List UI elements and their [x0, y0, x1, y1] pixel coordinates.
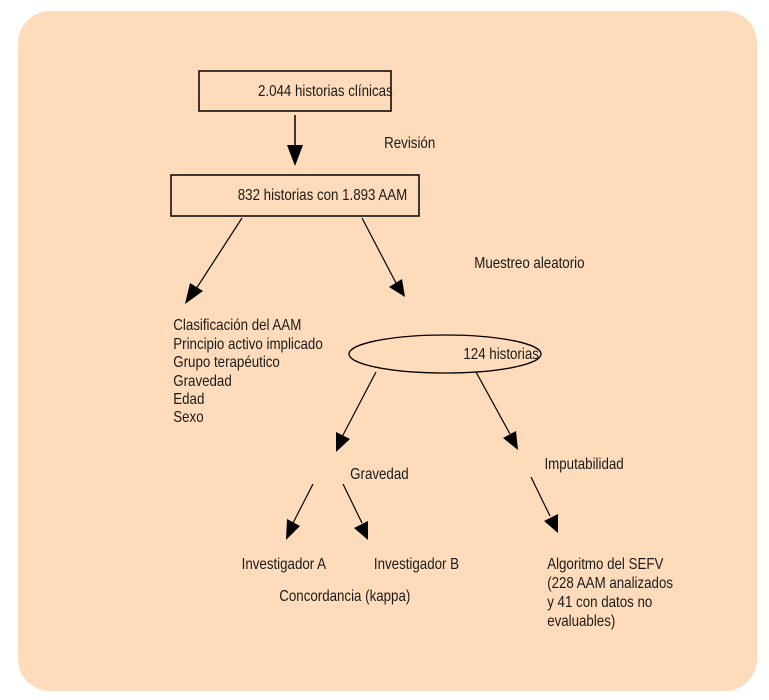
node-ellipse — [348, 334, 542, 374]
arrow-review — [287, 115, 303, 166]
arrow-to-variables — [185, 217, 243, 304]
algorithm-line: y 41 con datos no — [547, 594, 652, 611]
node-box — [170, 174, 420, 217]
node-investigator-a: Investigador A — [242, 556, 327, 573]
arrowhead-icon — [389, 279, 405, 297]
node-sample: 124 historias — [348, 334, 542, 374]
edge-label-review: Revisión — [384, 135, 435, 152]
algorithm-line: Algoritmo del SEFV — [547, 556, 664, 573]
arrow-line — [475, 371, 511, 435]
arrow-line — [341, 371, 377, 438]
arrow-line — [530, 476, 551, 517]
arrowhead-icon — [544, 514, 558, 533]
node-imputability: Imputabilidad — [544, 456, 623, 473]
arrow-random-sampling — [361, 217, 405, 297]
variables-list-item: Principio activo implicado — [173, 336, 322, 353]
arrowhead-icon — [336, 432, 350, 452]
node-total-records: 2.044 historias clínicas — [198, 70, 393, 112]
variables-list-item: Edad — [173, 391, 204, 408]
arrow-line — [195, 217, 243, 290]
variables-list-item: Clasificación del AAM — [173, 317, 301, 334]
variables-list-item: Grupo terapéutico — [173, 354, 280, 371]
node-box — [198, 70, 392, 112]
edge-label-random-sampling: Muestreo aleatorio — [474, 255, 584, 272]
arrowhead-icon — [287, 145, 303, 166]
arrowhead-icon — [286, 519, 300, 540]
arrow-to-investigator-a — [286, 483, 314, 540]
node-investigator-b: Investigador B — [374, 556, 459, 573]
diagram-panel — [18, 11, 757, 691]
arrowhead-icon — [185, 283, 203, 304]
variables-list-item: Gravedad — [173, 373, 231, 390]
arrowhead-icon — [354, 521, 368, 540]
arrow-to-severity — [336, 371, 377, 452]
arrow-line — [342, 483, 363, 524]
node-reviewed-records: 832 historias con 1.893 AAM — [170, 174, 420, 217]
arrow-to-investigator-b — [342, 483, 368, 540]
node-severity: Gravedad — [350, 466, 408, 483]
variables-list-item: Sexo — [173, 409, 203, 426]
node-label: 124 historias — [463, 346, 538, 363]
arrow-to-imputability — [475, 371, 518, 450]
arrowhead-icon — [503, 431, 518, 450]
arrow-line — [361, 217, 397, 284]
arrow-to-algorithm — [530, 476, 558, 533]
node-label: 2.044 historias clínicas — [258, 83, 393, 100]
arrow-line — [292, 483, 314, 524]
algorithm-line: (228 AAM analizados — [547, 575, 673, 592]
variables-list: Clasificación del AAM Principio activo i… — [173, 317, 322, 426]
algorithm-line: evaluables) — [547, 613, 615, 630]
algorithm-block: Algoritmo del SEFV (228 AAM analizados y… — [547, 556, 673, 630]
node-agreement: Concordancia (kappa) — [279, 588, 410, 605]
node-label: 832 historias con 1.893 AAM — [238, 187, 407, 204]
